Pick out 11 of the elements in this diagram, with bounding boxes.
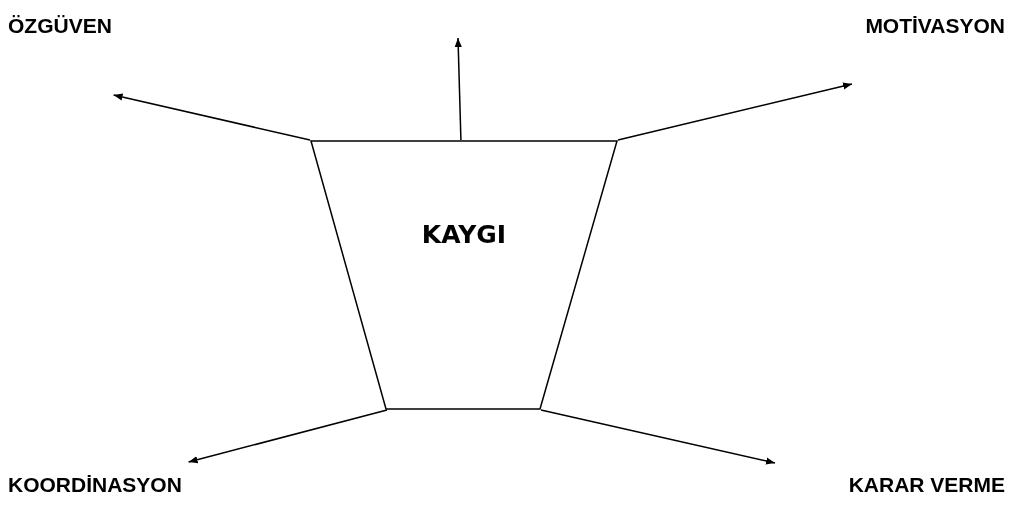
node-label: ÖZGÜVEN	[8, 13, 112, 39]
arrow	[112, 93, 311, 141]
node-label: KOORDİNASYON	[8, 471, 182, 498]
node-label: KARAR VERME	[848, 471, 1005, 498]
arrow	[187, 409, 388, 464]
arrow	[454, 37, 462, 141]
arrow	[540, 409, 776, 465]
trapezoid-shape	[310, 140, 618, 410]
node-label: MOTİVASYON	[865, 13, 1005, 39]
arrow	[617, 82, 853, 141]
node-label: KAYGI	[421, 219, 507, 251]
